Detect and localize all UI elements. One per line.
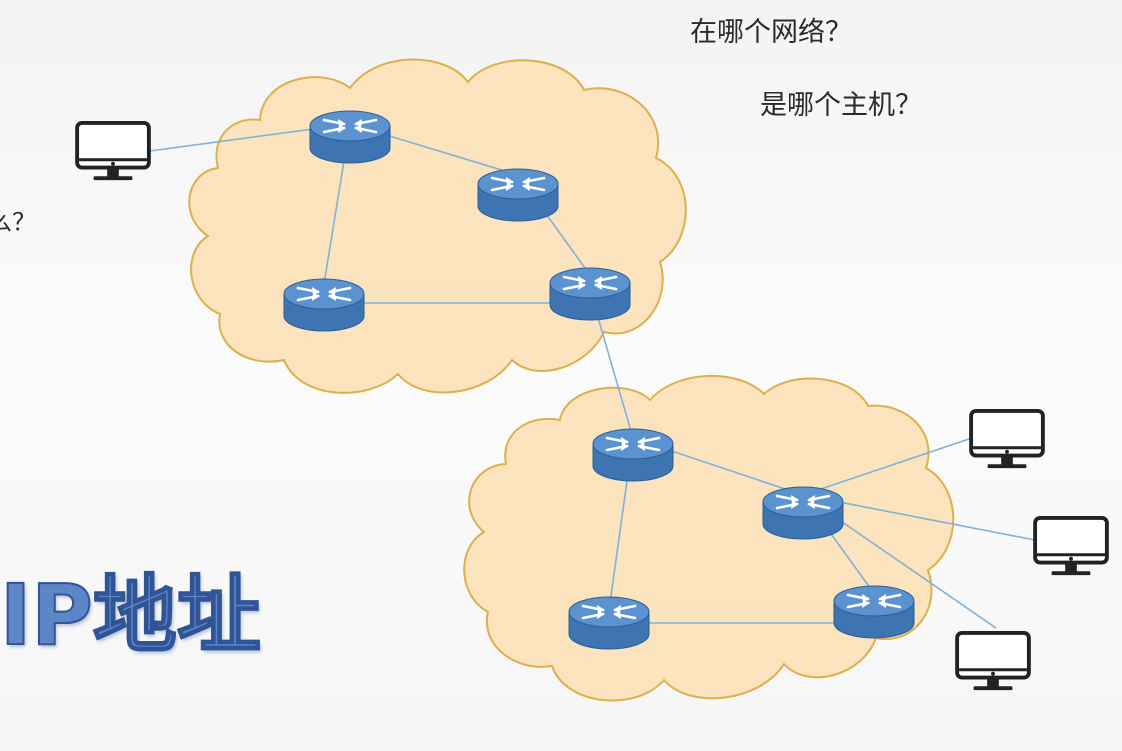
monitor-icon: [969, 408, 1045, 471]
link-router-f-computer-1: [802, 437, 973, 496]
router-icon: [282, 277, 366, 333]
page-title: IP地址: [0, 565, 262, 665]
monitor-icon: [75, 120, 151, 183]
router-icon: [761, 485, 845, 541]
which-network-question: 在哪个网络？: [690, 17, 852, 48]
which-host-question: 是哪个主机？: [760, 90, 922, 121]
router-icon: [567, 595, 651, 651]
router-icon: [308, 109, 392, 165]
network-cloud-upper: [188, 58, 687, 394]
router-icon: [832, 584, 916, 640]
router-icon: [548, 266, 632, 322]
router-icon: [476, 167, 560, 223]
network-cloud-lower: [463, 375, 955, 702]
cut-off-question: 么？: [0, 208, 36, 236]
monitor-icon: [1033, 515, 1109, 578]
monitor-icon: [955, 630, 1031, 693]
router-icon: [591, 427, 675, 483]
